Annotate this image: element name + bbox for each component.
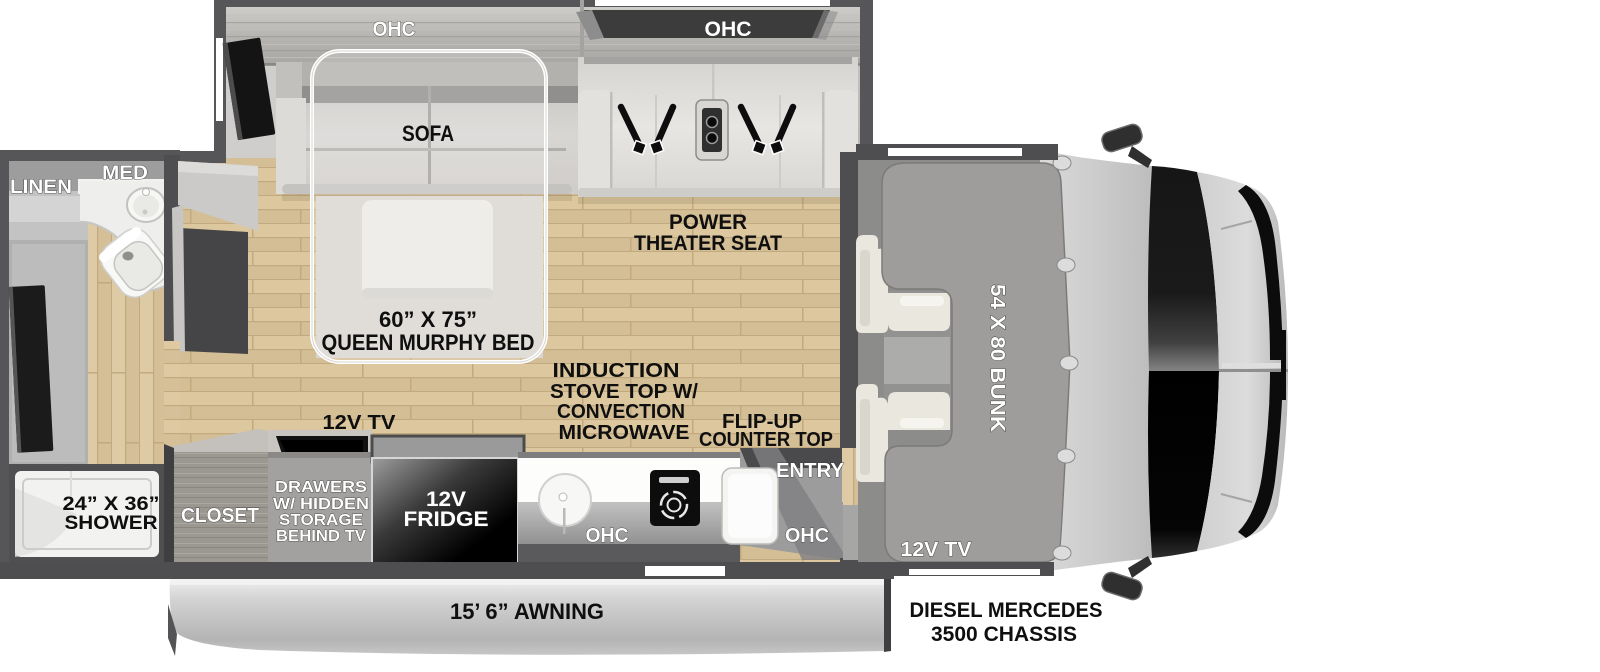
svg-text:FLIP-UP: FLIP-UP: [722, 411, 802, 433]
svg-text:W/ HIDDEN: W/ HIDDEN: [273, 496, 369, 513]
svg-text:OHC: OHC: [705, 18, 752, 41]
svg-text:24” X 36”: 24” X 36”: [63, 494, 160, 515]
svg-text:12V TV: 12V TV: [323, 412, 397, 434]
svg-text:12V TV: 12V TV: [901, 539, 973, 561]
svg-text:CLOSET: CLOSET: [181, 505, 259, 527]
svg-text:COUNTER TOP: COUNTER TOP: [699, 429, 833, 451]
svg-text:15’ 6” AWNING: 15’ 6” AWNING: [450, 599, 604, 624]
svg-text:12V: 12V: [426, 488, 466, 511]
svg-text:STOVE TOP W/: STOVE TOP W/: [550, 381, 698, 403]
svg-text:QUEEN MURPHY BED: QUEEN MURPHY BED: [322, 330, 535, 355]
svg-text:DRAWERS: DRAWERS: [275, 479, 367, 496]
svg-text:OHC: OHC: [586, 525, 629, 547]
svg-text:FRIDGE: FRIDGE: [404, 508, 489, 531]
svg-text:DIESEL MERCEDES: DIESEL MERCEDES: [910, 599, 1103, 622]
svg-text:INDUCTION: INDUCTION: [553, 360, 680, 382]
svg-text:3500 CHASSIS: 3500 CHASSIS: [931, 623, 1077, 646]
svg-text:MICROWAVE: MICROWAVE: [559, 422, 690, 444]
svg-text:LINEN: LINEN: [10, 177, 72, 198]
svg-text:SOFA: SOFA: [402, 121, 454, 146]
svg-text:60” X 75”: 60” X 75”: [379, 307, 477, 332]
svg-text:MED: MED: [102, 163, 148, 184]
svg-text:OHC: OHC: [373, 18, 416, 41]
svg-text:POWER: POWER: [669, 211, 747, 234]
svg-text:THEATER SEAT: THEATER SEAT: [634, 232, 782, 255]
svg-text:OHC: OHC: [785, 525, 829, 547]
svg-text:STORAGE: STORAGE: [279, 512, 363, 529]
svg-text:CONVECTION: CONVECTION: [557, 401, 685, 423]
svg-text:SHOWER: SHOWER: [65, 513, 158, 534]
svg-text:54 X 80 BUNK: 54 X 80 BUNK: [986, 284, 1008, 433]
svg-text:ENTRY: ENTRY: [776, 460, 845, 482]
svg-text:BEHIND TV: BEHIND TV: [276, 528, 366, 545]
